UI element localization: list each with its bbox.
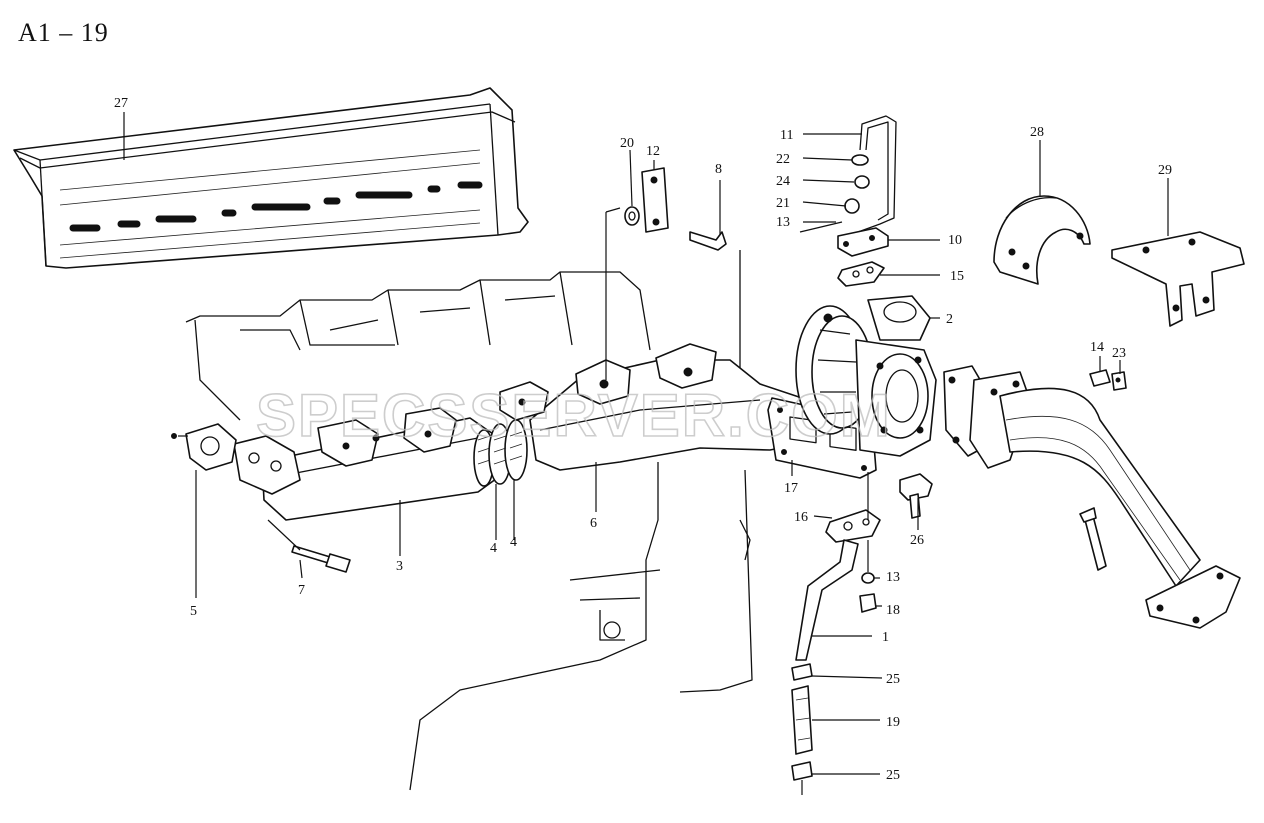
callout-13-lower: 13: [886, 570, 900, 585]
engine-block-outline: [185, 250, 753, 791]
seal-rings: [473, 419, 528, 487]
exhaust-elbow-pipe: [943, 365, 1241, 629]
callout-24: 24: [776, 174, 790, 189]
page-title: A1 – 19: [18, 18, 109, 47]
callout-6: 6: [590, 516, 597, 531]
callout-11: 11: [780, 128, 793, 143]
callout-18: 18: [886, 603, 900, 618]
clamp-half: [993, 195, 1091, 285]
small-parts-20-12-8: [605, 167, 727, 380]
banjo-bolt: [899, 473, 933, 519]
callout-29: 29: [1158, 163, 1172, 178]
callout-labels: 27 20 12 8 11 22 24 21 13 10 15 28 29 2 …: [114, 96, 1172, 783]
callout-22: 22: [776, 152, 790, 167]
callout-4b: 4: [510, 535, 517, 550]
callout-17: 17: [784, 481, 798, 496]
callout-1: 1: [882, 630, 889, 645]
exhaust-manifold-rear: [499, 343, 833, 471]
watermark-text: SPECSSERVER.COM: [256, 382, 892, 449]
callout-12: 12: [646, 144, 660, 159]
oil-return-line-lower: [791, 472, 881, 795]
exhaust-manifold-front: [233, 407, 501, 521]
callout-21: 21: [776, 196, 790, 211]
leader-lines: [123, 112, 1169, 775]
turbocharger: [795, 295, 937, 457]
manifold-bolt: [291, 545, 351, 573]
callout-5: 5: [190, 604, 197, 619]
oil-feed-line-upper: [799, 115, 897, 287]
manifold-gasket: [171, 423, 237, 471]
callout-10: 10: [948, 233, 962, 248]
callout-19: 19: [886, 715, 900, 730]
callout-20: 20: [620, 136, 634, 151]
callout-23: 23: [1112, 346, 1126, 361]
callout-4a: 4: [490, 541, 497, 556]
callout-28: 28: [1030, 125, 1044, 140]
mounting-bracket: [1111, 231, 1245, 327]
callout-2: 2: [946, 312, 953, 327]
callout-8: 8: [715, 162, 722, 177]
callout-26: 26: [910, 533, 924, 548]
callout-7: 7: [298, 583, 305, 598]
callout-25-lower: 25: [886, 768, 900, 783]
heat-shield-panel: [13, 87, 529, 269]
callout-27: 27: [114, 96, 128, 111]
callout-13-upper: 13: [776, 215, 790, 230]
callout-15: 15: [950, 269, 964, 284]
callout-16: 16: [794, 510, 808, 525]
callout-25-upper: 25: [886, 672, 900, 687]
callout-14: 14: [1090, 340, 1104, 355]
bolt-nut-14-23: [1089, 369, 1127, 391]
callout-3: 3: [396, 559, 403, 574]
